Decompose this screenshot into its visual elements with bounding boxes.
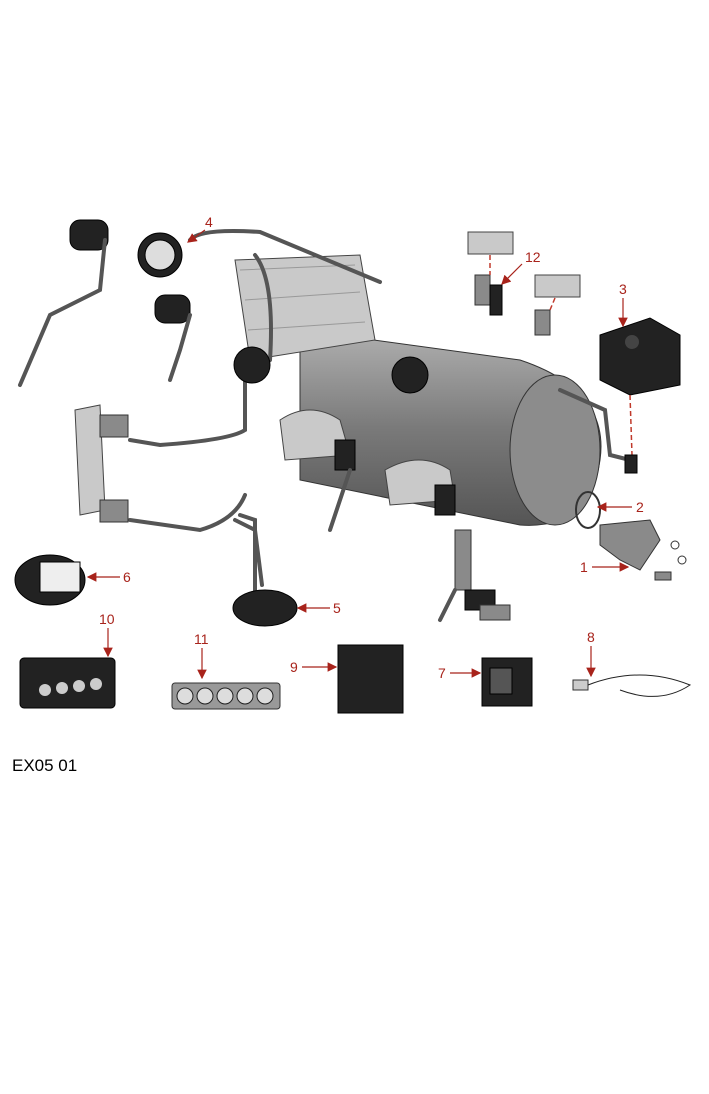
part-11-keypad-overlay (171, 682, 281, 710)
part-1-bracket (599, 519, 687, 581)
callout-1: 1 (580, 559, 630, 575)
callout-8: 8 (586, 629, 596, 678)
svg-text:1: 1 (580, 559, 588, 575)
callout-6: 6 (86, 569, 131, 585)
callout-7: 7 (438, 665, 482, 681)
part-6-rotary-switch (14, 554, 86, 606)
svg-text:6: 6 (123, 569, 131, 585)
svg-text:2: 2 (636, 499, 644, 515)
part-10-keypad (19, 657, 116, 709)
part-12-valves (467, 231, 581, 336)
svg-text:12: 12 (525, 249, 541, 265)
svg-text:10: 10 (99, 611, 115, 627)
svg-text:4: 4 (205, 214, 213, 230)
water-valves (438, 529, 511, 622)
svg-text:7: 7 (438, 665, 446, 681)
svg-text:9: 9 (290, 659, 298, 675)
part-9-control-unit (337, 644, 404, 714)
part-7-rocker-switch (481, 657, 533, 707)
callout-5: 5 (296, 600, 341, 616)
callout-9: 9 (290, 659, 338, 675)
secondary-gauge (233, 346, 429, 394)
svg-text:8: 8 (587, 629, 595, 645)
pressure-gauge (137, 232, 183, 278)
svg-text:3: 3 (619, 281, 627, 297)
callout-3: 3 (618, 281, 628, 328)
callout-2: 2 (596, 499, 644, 515)
steam-wand (18, 219, 192, 387)
part-5-level-probe (232, 518, 298, 627)
callout-10: 10 (99, 611, 115, 658)
callout-12: 12 (501, 249, 541, 285)
svg-text:11: 11 (194, 631, 209, 647)
part-3-pressure-switch (599, 317, 681, 474)
callout-11: 11 (194, 631, 209, 680)
boiler (299, 329, 602, 526)
svg-text:5: 5 (333, 600, 341, 616)
diagram-code: EX05 01 (12, 756, 78, 775)
solenoid-valve-bracket (74, 404, 129, 523)
group-heads (279, 409, 456, 516)
part-8-temperature-probe (572, 674, 692, 697)
callout-4: 4 (187, 214, 213, 243)
